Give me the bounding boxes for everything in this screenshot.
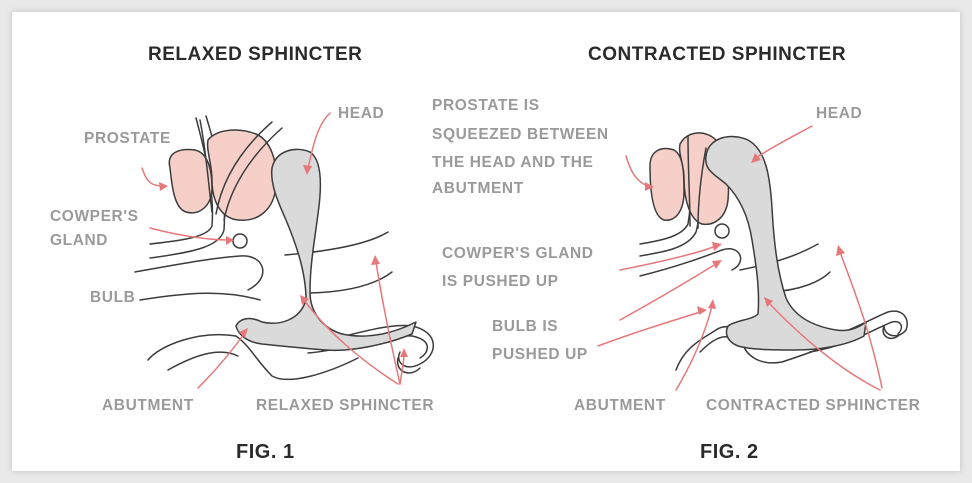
figure-1-caption: FIG. 1 (236, 441, 295, 463)
figure-2-cowpers-gland (715, 224, 729, 238)
figure-2-label-bulb-line-2: PUSHED UP (492, 346, 588, 363)
figure-1-label-prostate: PROSTATE (84, 130, 171, 147)
figure-2-label-prostate-line-2: SQUEEZED BETWEEN (432, 126, 609, 143)
figure-2-label-abutment: ABUTMENT (574, 397, 666, 414)
figure-2-label-prostate-line-4: ABUTMENT (432, 180, 524, 197)
figure-2-label-head: HEAD (816, 105, 862, 122)
figure-2-label-sphincter: CONTRACTED SPHINCTER (706, 397, 920, 414)
figure-2: CONTRACTED SPHINCTER (432, 44, 920, 463)
figure-2-caption: FIG. 2 (700, 441, 759, 463)
figure-1-cowpers-gland (233, 234, 247, 248)
figure-2-label-prostate-line-3: THE HEAD AND THE (432, 154, 593, 171)
figure-2-head (706, 137, 866, 350)
figure-1-label-cowpers-line-2: GLAND (50, 232, 108, 249)
figure-2-prostate-left-lobe (650, 149, 684, 221)
figure-2-label-bulb-line-1: BULB IS (492, 318, 558, 335)
figure-2-title: CONTRACTED SPHINCTER (588, 44, 846, 65)
figure-1-title: RELAXED SPHINCTER (148, 44, 362, 65)
figure-1-label-abutment: ABUTMENT (102, 397, 194, 414)
figure-2-label-cowpers-line-2: IS PUSHED UP (442, 273, 559, 290)
figure-1-label-cowpers-line-1: COWPER'S (50, 208, 139, 225)
figure-1-label-head: HEAD (338, 105, 384, 122)
figure-1-label-sphincter: RELAXED SPHINCTER (256, 397, 434, 414)
figure-1: RELAXED SPHINCTER (50, 44, 434, 463)
figure-1-label-bulb: BULB (90, 289, 135, 306)
figure-2-label-cowpers-line-1: COWPER'S GLAND (442, 245, 594, 262)
figure-2-label-prostate-line-1: PROSTATE IS (432, 97, 540, 114)
